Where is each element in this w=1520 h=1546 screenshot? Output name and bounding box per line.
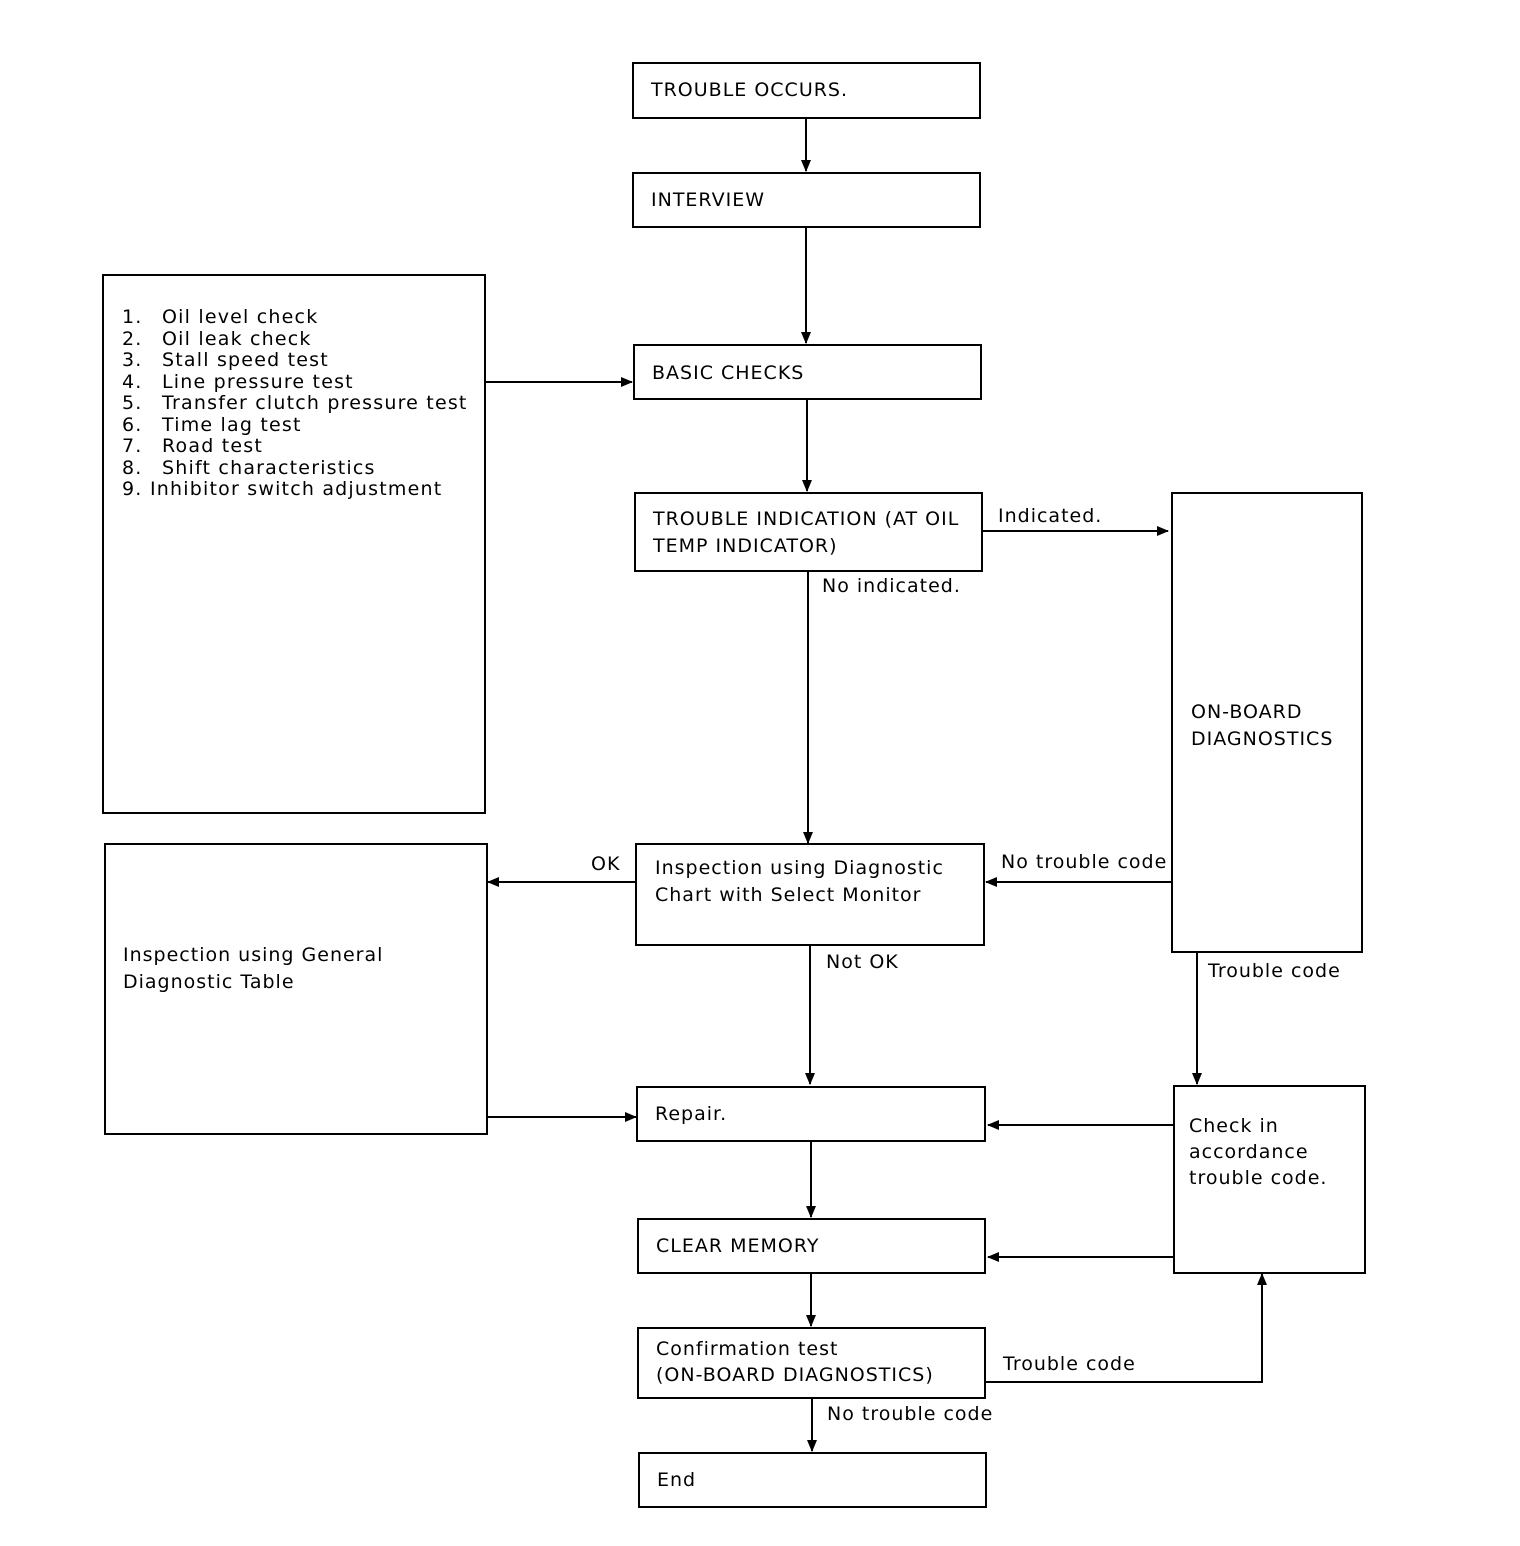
node-interview-label: INTERVIEW (651, 189, 765, 211)
node-repair: Repair. (636, 1086, 986, 1142)
node-inspection-general-table: Inspection using General Diagnostic Tabl… (104, 843, 488, 1135)
arrow-confirm-to-check (986, 1273, 1267, 1383)
node-trouble-indication-line1: TROUBLE INDICATION (AT OIL (653, 508, 960, 530)
node-confirmation-test: Confirmation test (ON-BOARD DIAGNOSTICS) (637, 1327, 986, 1399)
node-basic-checks-label: BASIC CHECKS (652, 362, 805, 384)
node-confirmation-line1: Confirmation test (656, 1338, 839, 1360)
list-item: 1.Oil level check (122, 306, 319, 328)
node-trouble-indication-line2: TEMP INDICATOR) (653, 535, 838, 557)
node-confirmation-line2: (ON-BOARD DIAGNOSTICS) (656, 1364, 934, 1386)
node-on-board-line2: DIAGNOSTICS (1191, 728, 1334, 750)
node-on-board-line1: ON-BOARD (1191, 701, 1303, 723)
node-interview: INTERVIEW (632, 172, 981, 228)
list-item: 7.Road test (122, 435, 264, 457)
edge-label-ok: OK (591, 853, 621, 875)
node-inspection-general-line1: Inspection using General (123, 944, 384, 966)
list-item: 5.Transfer clutch pressure test (122, 392, 468, 414)
node-inspection-select-line2: Chart with Select Monitor (655, 884, 922, 906)
node-end: End (638, 1452, 987, 1508)
edge-label-not-ok: Not OK (826, 951, 899, 973)
edge-label-not-indicated: No indicated. (822, 575, 961, 597)
node-on-board-diagnostics: ON-BOARD DIAGNOSTICS (1171, 492, 1363, 953)
edge-label-trouble-code-obd: Trouble code (1208, 960, 1341, 982)
node-clear-memory-label: CLEAR MEMORY (656, 1235, 820, 1257)
node-inspection-general-line2: Diagnostic Table (123, 971, 295, 993)
list-item: 2.Oil leak check (122, 327, 312, 350)
node-check-code-line1: Check in (1189, 1115, 1279, 1137)
node-end-label: End (657, 1469, 697, 1491)
node-trouble-occurs-label: TROUBLE OCCURS. (651, 79, 849, 101)
basic-checks-list-box: 1.Oil level check 2.Oil leak check 3.Sta… (102, 274, 486, 814)
node-check-code-line3: trouble code. (1189, 1167, 1328, 1189)
list-item: 9.Inhibitor switch adjustment (122, 478, 443, 500)
list-item: 8.Shift characteristics (122, 456, 376, 479)
node-check-code-line2: accordance (1189, 1141, 1309, 1163)
list-item: 4.Line pressure test (122, 370, 354, 393)
edge-label-no-trouble-code: No trouble code (1001, 851, 1168, 873)
node-check-trouble-code: Check in accordance trouble code. (1173, 1085, 1366, 1274)
edge-label-no-trouble-code-confirm: No trouble code (827, 1403, 994, 1425)
node-repair-label: Repair. (655, 1103, 728, 1125)
edge-label-trouble-code-confirm: Trouble code (1003, 1353, 1136, 1375)
node-inspection-select-monitor: Inspection using Diagnostic Chart with S… (635, 843, 985, 946)
edge-label-indicated: Indicated. (998, 505, 1103, 527)
node-basic-checks: BASIC CHECKS (633, 344, 982, 400)
list-item: 3.Stall speed test (122, 349, 329, 371)
node-trouble-indication: TROUBLE INDICATION (AT OIL TEMP INDICATO… (634, 492, 983, 572)
node-inspection-select-line1: Inspection using Diagnostic (655, 857, 944, 879)
node-clear-memory: CLEAR MEMORY (637, 1218, 986, 1274)
list-item: 6.Time lag test (122, 413, 302, 436)
node-trouble-occurs: TROUBLE OCCURS. (632, 62, 981, 119)
basic-checks-list: 1.Oil level check 2.Oil leak check 3.Sta… (122, 306, 468, 501)
